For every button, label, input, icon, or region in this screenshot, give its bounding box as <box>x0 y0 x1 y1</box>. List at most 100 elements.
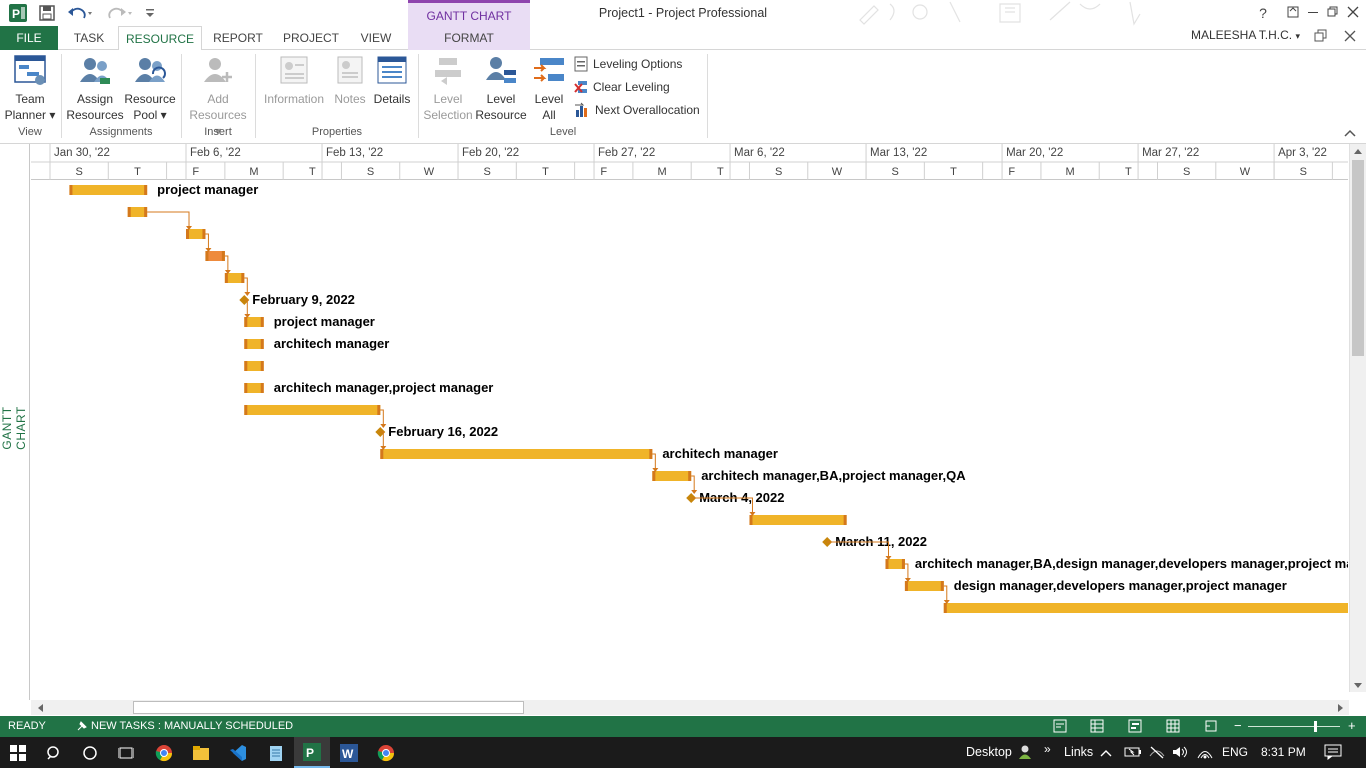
dependency-link[interactable] <box>205 233 209 250</box>
timescale-day-label[interactable]: T <box>134 166 141 178</box>
pin-icon[interactable] <box>76 720 88 735</box>
task-bar-cap[interactable] <box>69 185 73 195</box>
task-resource-label[interactable]: architech manager,project manager <box>274 380 494 395</box>
dependency-link[interactable] <box>691 497 753 514</box>
task-resource-label[interactable]: project manager <box>274 314 375 329</box>
task-bar-cap[interactable] <box>221 251 225 261</box>
task-bar-cap[interactable] <box>940 581 944 591</box>
task-bar[interactable] <box>186 229 206 239</box>
timescale-day-label[interactable]: S <box>775 166 782 178</box>
timescale-week-label[interactable]: Mar 13, '22 <box>870 147 927 159</box>
dependency-link[interactable] <box>147 211 190 228</box>
task-bar[interactable] <box>885 559 905 569</box>
dependency-arrow[interactable] <box>380 424 387 428</box>
restore-ribbon-icon[interactable] <box>1314 29 1328 46</box>
next-overallocation-button[interactable]: Next Overallocation <box>574 100 700 120</box>
task-bar[interactable] <box>244 361 264 371</box>
minimize-icon[interactable] <box>1300 3 1326 23</box>
task-bar-cap[interactable] <box>186 229 190 239</box>
word-icon[interactable]: W <box>331 737 367 768</box>
dependency-link[interactable] <box>380 431 384 448</box>
timescale-day-label[interactable]: S <box>367 166 374 178</box>
tab-resource[interactable]: RESOURCE <box>118 26 202 51</box>
task-resource-label[interactable]: architech manager,BA,project manager,QA <box>701 468 966 483</box>
task-bar[interactable] <box>943 603 1348 613</box>
dependency-link[interactable] <box>244 299 248 316</box>
dependency-arrow[interactable] <box>244 292 251 296</box>
task-bar-cap[interactable] <box>144 207 148 217</box>
file-explorer-icon[interactable] <box>183 737 219 768</box>
task-bar-cap[interactable] <box>377 405 381 415</box>
windows-start-icon[interactable] <box>0 737 36 768</box>
task-usage-view-icon[interactable] <box>1053 719 1067 736</box>
task-bar-cap[interactable] <box>144 185 148 195</box>
task-resource-label[interactable]: architech manager <box>274 336 390 351</box>
vscode-icon[interactable] <box>220 737 256 768</box>
search-icon[interactable] <box>36 737 72 768</box>
save-icon[interactable] <box>36 3 58 23</box>
milestone-date-label[interactable]: February 9, 2022 <box>252 292 355 307</box>
desktop-toolbar[interactable]: Desktop <box>966 745 1012 759</box>
clear-leveling-button[interactable]: Clear Leveling <box>574 77 670 97</box>
timescale-day-label[interactable]: W <box>424 166 435 178</box>
level-resource-button[interactable]: Level Resource <box>474 54 528 123</box>
horizontal-scroll-thumb[interactable] <box>133 701 524 714</box>
timescale-day-label[interactable]: S <box>484 166 491 178</box>
undo-icon[interactable] <box>66 3 96 23</box>
tab-task[interactable]: TASK <box>73 31 105 45</box>
zoom-out-icon[interactable]: − <box>1234 718 1242 733</box>
gantt-view-icon[interactable] <box>1090 719 1104 736</box>
new-tasks-mode[interactable]: NEW TASKS : MANUALLY SCHEDULED <box>91 720 294 732</box>
timescale-week-label[interactable]: Mar 20, '22 <box>1006 147 1063 159</box>
dependency-link[interactable] <box>827 541 889 558</box>
task-bar[interactable] <box>127 207 148 217</box>
tab-project[interactable]: PROJECT <box>282 31 339 45</box>
timescale-day-label[interactable]: M <box>249 166 258 178</box>
links-toolbar[interactable]: Links <box>1064 745 1094 759</box>
assign-resources-button[interactable]: Assign Resources <box>66 54 124 123</box>
task-bar-cap[interactable] <box>244 405 248 415</box>
task-resource-label[interactable]: project manager <box>157 182 258 197</box>
scroll-left-icon[interactable] <box>33 700 47 715</box>
timescale-week-label[interactable]: Feb 27, '22 <box>598 147 655 159</box>
timescale-week-label[interactable]: Apr 3, '22 <box>1278 147 1327 159</box>
dependency-link[interactable] <box>224 255 229 272</box>
level-all-button[interactable]: Level All <box>528 54 570 123</box>
user-account[interactable]: MALEESHA T.H.C. ▾ <box>1190 28 1300 42</box>
volume-icon[interactable] <box>1172 745 1188 762</box>
task-bar-cap[interactable] <box>260 361 264 371</box>
task-bar-cap[interactable] <box>244 361 248 371</box>
timescale-week-label[interactable]: Jan 30, '22 <box>54 147 110 159</box>
task-bar-cap[interactable] <box>244 317 248 327</box>
task-bar[interactable] <box>244 317 264 327</box>
language-indicator[interactable]: ENG <box>1222 745 1249 759</box>
close-icon[interactable] <box>1340 3 1366 23</box>
timescale-day-label[interactable]: F <box>600 166 607 178</box>
wifi-icon[interactable] <box>1196 745 1214 762</box>
task-view-icon[interactable] <box>108 737 144 768</box>
task-bar-cap[interactable] <box>904 581 908 591</box>
task-bar-cap[interactable] <box>843 515 847 525</box>
timescale-week-label[interactable]: Feb 6, '22 <box>190 147 241 159</box>
task-bar-cap[interactable] <box>202 229 206 239</box>
task-resource-label[interactable]: design manager,developers manager,projec… <box>954 578 1287 593</box>
task-bar[interactable] <box>244 383 264 393</box>
notes-button[interactable]: Notes <box>330 54 370 107</box>
resource-sheet-view-icon[interactable] <box>1166 719 1180 736</box>
task-resource-label[interactable]: architech manager,BA,design manager,deve… <box>915 556 1348 571</box>
task-bar-cap[interactable] <box>260 339 264 349</box>
dependency-arrow[interactable] <box>943 600 950 604</box>
task-resource-label[interactable]: architech manager <box>662 446 778 461</box>
help-button[interactable]: ? <box>1259 5 1267 21</box>
task-bar-cap[interactable] <box>885 559 889 569</box>
dependency-arrow[interactable] <box>749 512 756 516</box>
ribbon-display-options-icon[interactable] <box>1280 3 1306 23</box>
timescale-day-label[interactable]: W <box>832 166 843 178</box>
tab-view[interactable]: VIEW <box>360 31 392 45</box>
horizontal-scrollbar[interactable] <box>31 700 1349 715</box>
timescale-day-label[interactable]: S <box>75 166 82 178</box>
notepad-icon[interactable] <box>258 737 294 768</box>
task-bar-cap[interactable] <box>241 273 245 283</box>
task-bar-cap[interactable] <box>649 449 653 459</box>
